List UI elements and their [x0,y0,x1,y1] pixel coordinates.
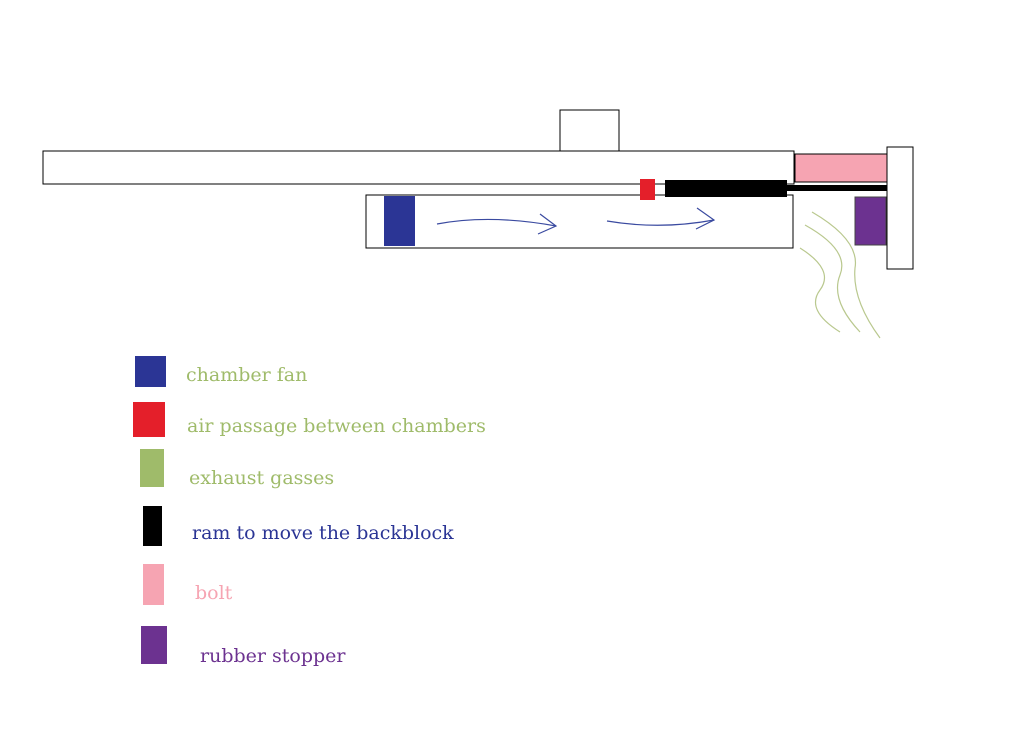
chamber-fan [384,196,415,246]
legend-label-ram: ram to move the backblock [192,522,454,544]
legend-swatch-air-passage [133,402,165,437]
legend-swatch-bolt [143,564,164,605]
rubber-stopper [854,196,887,246]
legend-swatch-rubber-stopper [141,626,167,664]
exhaust-gasses [799,211,881,339]
air-passage [640,179,655,200]
legend-label-exhaust: exhaust gasses [189,467,335,489]
lower-chamber [365,194,794,249]
legend-swatch-exhaust [140,449,164,487]
ram [665,180,787,197]
legend-label-rubber-stopper: rubber stopper [200,645,346,667]
bolt [794,153,888,183]
backblock [886,146,914,270]
legend-label-air-passage: air passage between chambers [187,415,486,437]
barrel [42,150,795,185]
legend-label-bolt: bolt [195,582,233,604]
airflow-arrow [606,207,716,230]
ram-rod [787,185,888,191]
legend-swatch-chamber-fan [135,356,166,387]
airflow-arrow [436,213,558,235]
top-block [559,109,620,152]
legend-swatch-ram [143,506,162,546]
legend-label-chamber-fan: chamber fan [186,364,308,386]
